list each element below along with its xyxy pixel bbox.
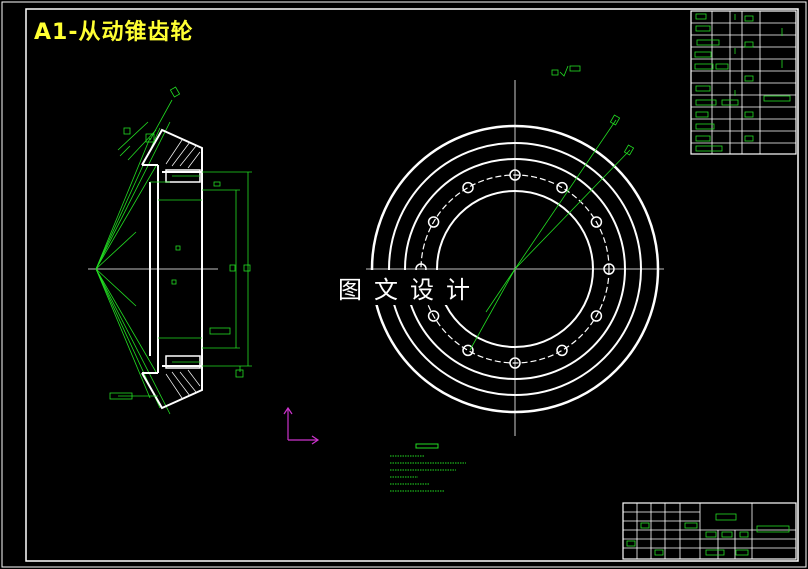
bolt-hole — [603, 263, 615, 275]
front-view-dimension-texts — [551, 65, 635, 156]
section-bolt-holes — [165, 169, 201, 369]
technical-requirements-notes — [390, 443, 466, 492]
bolt-hole — [556, 344, 568, 357]
section-dimension-texts — [109, 86, 251, 400]
title-block — [622, 502, 797, 560]
watermark: 图文设计 — [334, 270, 486, 305]
bolt-hole — [509, 169, 521, 181]
bolt-circle-holes — [415, 169, 615, 369]
title-block-entries — [626, 513, 790, 556]
inner-frame — [25, 8, 799, 562]
bolt-hole — [556, 181, 568, 194]
bolt-hole — [427, 216, 440, 228]
bolt-hole — [590, 216, 603, 228]
bolt-hole — [509, 357, 521, 369]
revision-table-entries — [694, 13, 791, 152]
bolt-hole — [462, 344, 474, 357]
ucs-axis-icon — [283, 406, 320, 445]
bolt-hole — [462, 181, 474, 194]
front-view-center-lines — [366, 80, 664, 436]
bolt-hole — [427, 310, 440, 322]
section-dimensions — [117, 99, 252, 397]
drawing-title: A1-从动锥齿轮 — [34, 20, 194, 45]
front-view-circles — [370, 124, 660, 414]
revision-table — [690, 10, 797, 155]
bolt-hole — [590, 310, 603, 322]
front-view-leader-lines — [469, 119, 631, 351]
section-hatching — [165, 139, 201, 399]
